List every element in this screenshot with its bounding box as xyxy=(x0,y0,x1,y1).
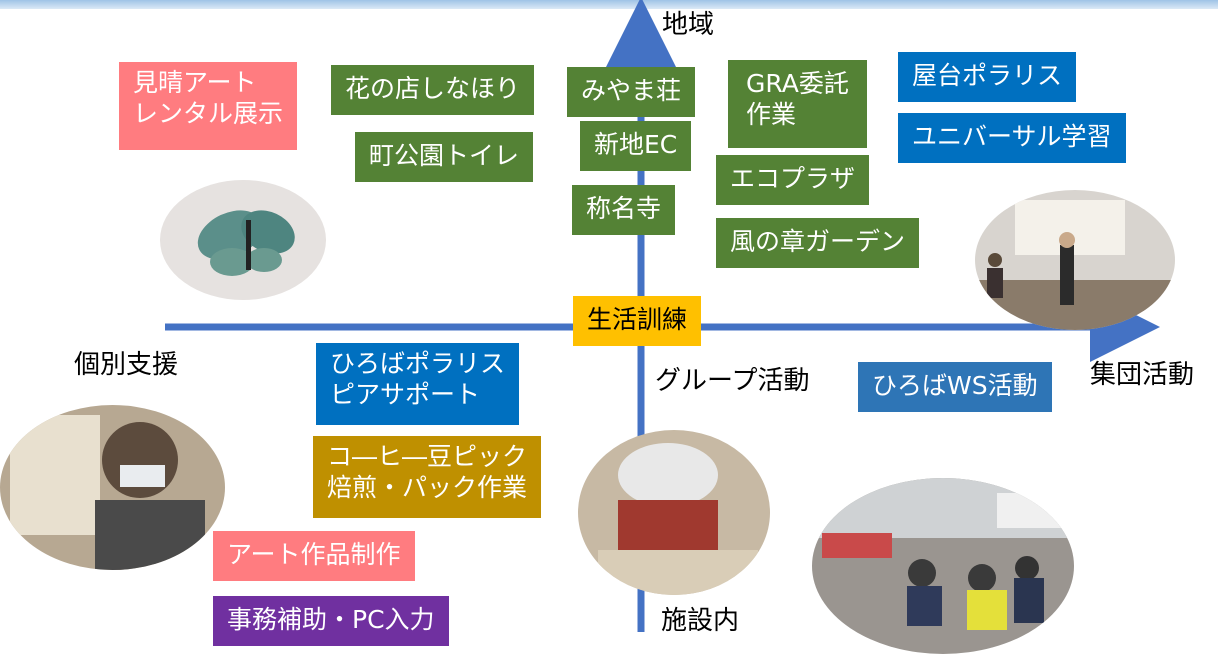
axis-label-group: グループ活動 xyxy=(655,366,810,396)
painting-person-photo xyxy=(0,405,225,570)
box-seikatsu-kunren: 生活訓練 xyxy=(573,296,702,346)
box-jimu-hojo: 事務補助・PC入力 xyxy=(213,596,449,646)
box-universal: ユニバーサル学習 xyxy=(898,113,1126,163)
box-coffee: コ―ヒ―豆ピック 焙煎・パック作業 xyxy=(313,436,542,518)
box-gra: GRA委託 作業 xyxy=(728,60,867,148)
box-kaze-garden: 風の章ガーデン xyxy=(716,218,920,268)
box-ecoplaza: エコプラザ xyxy=(716,155,870,205)
box-art-seisaku: アート作品制作 xyxy=(213,531,415,581)
axis-label-bottom: 施設内 xyxy=(661,606,740,636)
box-shinchi-ec: 新地EC xyxy=(580,121,692,171)
axis-label-top: 地域 xyxy=(662,10,715,40)
box-koen-toilet: 町公園トイレ xyxy=(355,132,534,182)
box-hiroba-ws: ひろばWS活動 xyxy=(858,362,1052,412)
presentation-photo xyxy=(975,190,1175,330)
axis-label-left: 個別支援 xyxy=(74,350,179,380)
box-shomyoji: 称名寺 xyxy=(572,185,676,235)
outdoor-group-photo xyxy=(812,478,1074,654)
box-hiroba-polaris: ひろばポラリス ピアサポート xyxy=(316,343,520,425)
box-yatai-polaris: 屋台ポラリス xyxy=(898,52,1077,102)
box-hananomise: 花の店しなほり xyxy=(331,65,535,115)
box-miharashi-art: 見晴アート レンタル展示 xyxy=(119,62,298,150)
butterfly-artwork-photo xyxy=(160,180,326,300)
axis-label-right: 集団活動 xyxy=(1090,360,1195,390)
box-miyamaso: みやま荘 xyxy=(567,67,696,117)
helmet-work-photo xyxy=(578,430,770,595)
